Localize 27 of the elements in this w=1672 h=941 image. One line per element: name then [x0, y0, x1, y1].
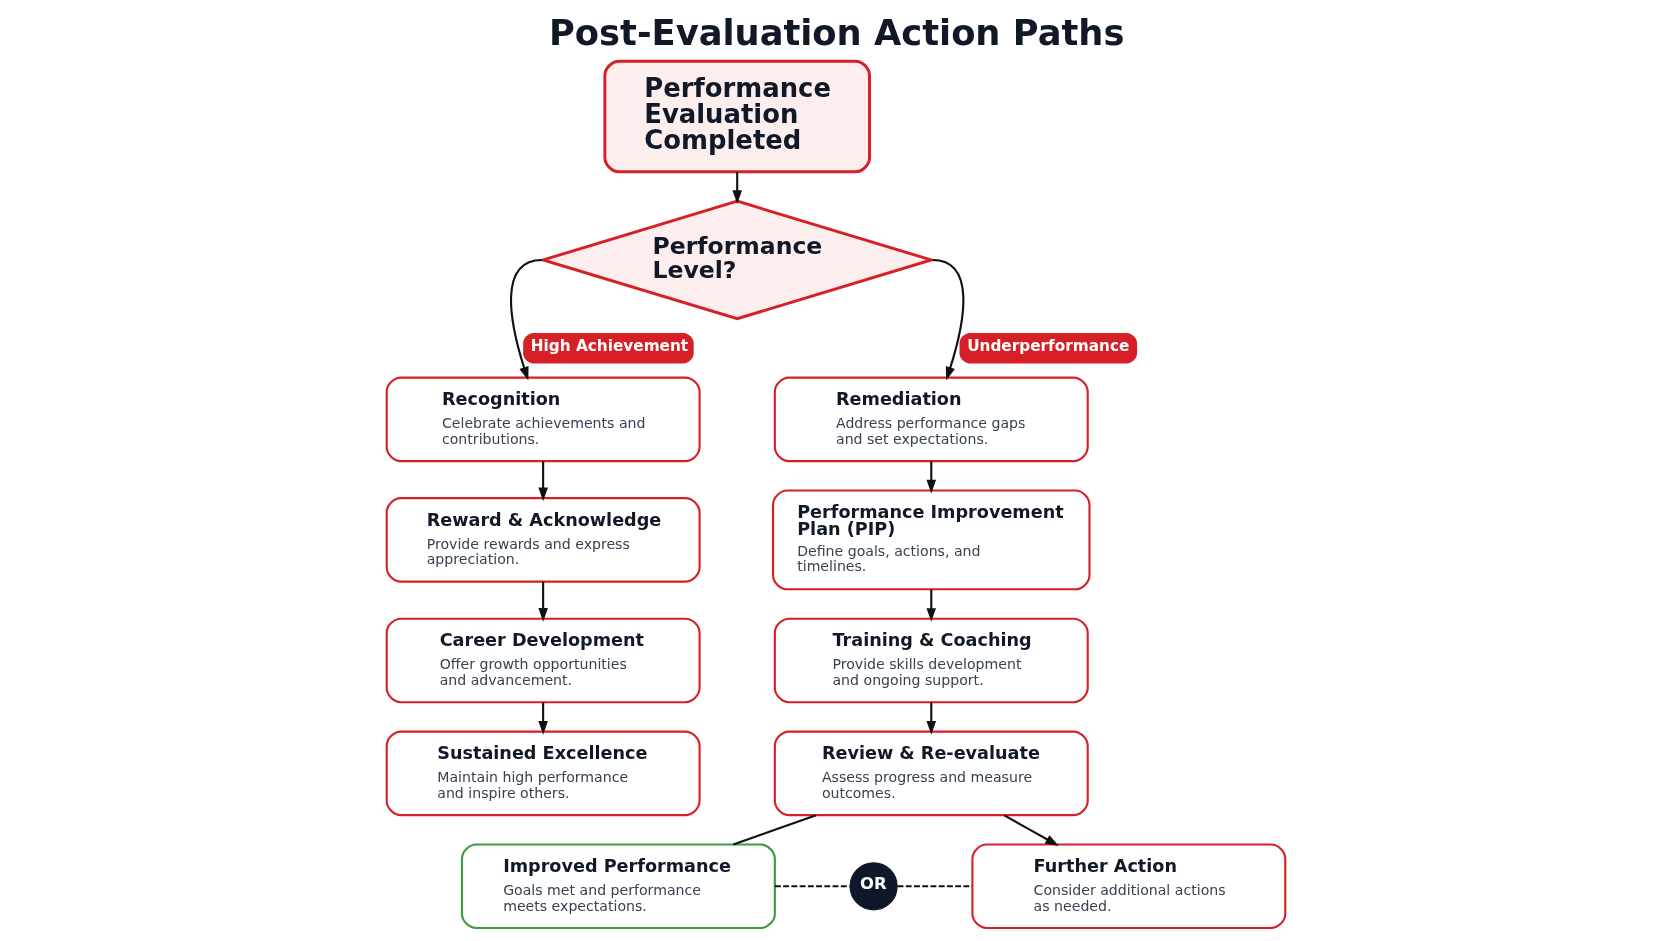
edge-label: High Achievement — [530, 337, 689, 355]
arrow — [538, 702, 548, 735]
arrow — [1003, 814, 1059, 846]
arrow — [926, 702, 937, 735]
node-box: Recognition Celebrate achievements and contributions. — [385, 376, 701, 463]
arrow — [932, 258, 965, 381]
node-box: Further Action Consider additional actions as needed. — [971, 843, 1287, 930]
arrow — [926, 461, 937, 494]
edge-label: Underperformance — [967, 337, 1130, 355]
node-box: Review & Re-evaluate Assess progress and measure outcomes. — [773, 730, 1089, 817]
connector — [774, 885, 850, 888]
connector — [732, 814, 817, 846]
node-box: Improved Performance Goals met and performance meets expectations. — [460, 843, 776, 930]
diagram-title: Post-Evaluation Action Paths — [549, 11, 1125, 53]
node-box: Performance Evaluation Completed — [603, 59, 871, 174]
arrow — [926, 589, 937, 622]
node-box: Reward & Acknowledge Provide rewards and express appreciation. — [385, 497, 701, 583]
arrow — [538, 581, 548, 622]
node-box: Performance Improvement Plan (PIP) Define goals, actions, and timelines. — [772, 489, 1091, 591]
node-circle: OR — [849, 862, 898, 911]
node-box: Training & Coaching Provide skills development and ongoing support. — [773, 617, 1089, 704]
arrow — [732, 171, 742, 204]
node-box: Sustained Excellence Maintain high performance and inspire others. — [385, 730, 701, 817]
arrow — [538, 461, 548, 502]
node-box: Remediation Address performance gaps and set expectations. — [773, 376, 1089, 463]
arrow — [510, 258, 543, 381]
node-box: Career Development Offer growth opportunities and advancement. — [385, 617, 701, 704]
